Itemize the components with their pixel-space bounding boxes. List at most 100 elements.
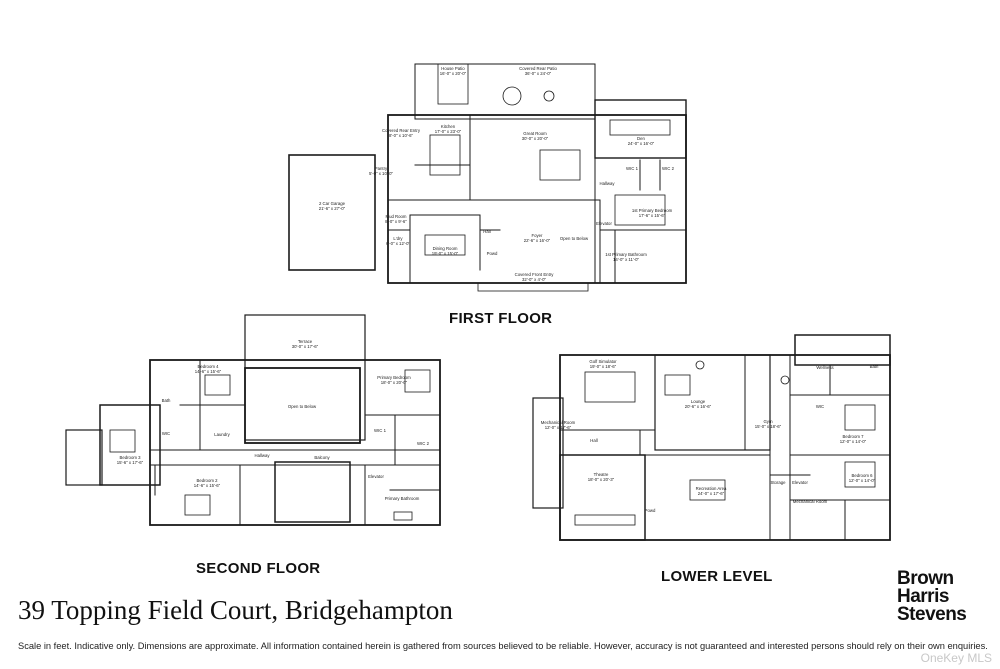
room-label: Hallway: [599, 181, 615, 186]
wall: [99, 404, 161, 486]
wall: [65, 429, 103, 486]
billiard-table: [689, 479, 726, 501]
room-label: Powd: [645, 508, 656, 513]
lower-level-title: LOWER LEVEL: [661, 568, 773, 585]
wall: [559, 454, 646, 541]
furniture: [780, 375, 790, 385]
room-label: Primary Bathroom: [385, 496, 420, 501]
bed: [844, 404, 876, 431]
property-address: 39 Topping Field Court, Bridgehampton: [18, 595, 453, 625]
brand-line-1: Brown: [897, 568, 954, 589]
bed: [614, 194, 666, 226]
brand-logo: Brown Harris Stevens: [897, 568, 967, 625]
simulator: [584, 371, 636, 403]
room-label: WIC: [162, 431, 170, 436]
wall: [594, 99, 687, 159]
room-label: Storage: [770, 480, 786, 485]
room-label: WIC 2: [662, 166, 675, 171]
wall: [532, 397, 564, 509]
room-label: Wellness: [816, 365, 833, 370]
room-label: Elevator: [792, 480, 808, 485]
wall: [288, 154, 376, 271]
room-label: Hallway: [254, 453, 270, 458]
wall: [794, 334, 891, 366]
brand-line-2: Harris: [897, 586, 949, 607]
bathtub: [393, 511, 413, 521]
room-label: Hall: [483, 229, 490, 234]
wall: [414, 63, 596, 120]
furniture: [695, 360, 705, 370]
plan-lines: [65, 63, 891, 541]
room-label: WIC 1: [626, 166, 639, 171]
sofa: [609, 119, 671, 136]
wall: [654, 354, 771, 451]
bed: [184, 494, 211, 516]
room-label: Hall: [590, 438, 597, 443]
disclaimer-text: Scale in feet. Indicative only. Dimensio…: [18, 641, 988, 651]
furniture: [502, 86, 522, 106]
room-label: WIC 1: [374, 428, 387, 433]
room-label: Elevator: [368, 474, 384, 479]
second-floor-title: SECOND FLOOR: [196, 560, 321, 577]
wall: [437, 63, 469, 105]
first-floor-title: FIRST FLOOR: [449, 310, 553, 327]
brand-line-3: Stevens: [897, 604, 967, 625]
bed: [204, 374, 231, 396]
room-label: Powd: [487, 251, 498, 256]
wall: [559, 354, 891, 541]
room-label: WIC 2: [417, 441, 430, 446]
room-label: Laundry: [214, 432, 230, 437]
room-label: Balcony: [314, 455, 330, 460]
wall: [274, 461, 351, 523]
bed: [404, 369, 431, 393]
kitchen-island: [429, 134, 461, 176]
mls-watermark: OneKey MLS: [920, 651, 992, 665]
bed: [844, 461, 876, 488]
room-label: WIC: [816, 404, 824, 409]
room-label: Open to Below: [560, 236, 589, 241]
furniture: [543, 90, 555, 102]
room-label: Open to Below: [288, 404, 317, 409]
room-label: Mechanical Room: [793, 499, 828, 504]
front-entry: [477, 282, 589, 292]
room-label: Bath: [162, 398, 171, 403]
seating: [664, 374, 691, 396]
room-label: Bath: [870, 364, 879, 369]
wall: [244, 314, 366, 441]
seating: [539, 149, 581, 181]
theatre-seats: [574, 514, 636, 526]
room-label: Elevator: [596, 221, 612, 226]
wall: [149, 359, 441, 526]
bed: [109, 429, 136, 453]
